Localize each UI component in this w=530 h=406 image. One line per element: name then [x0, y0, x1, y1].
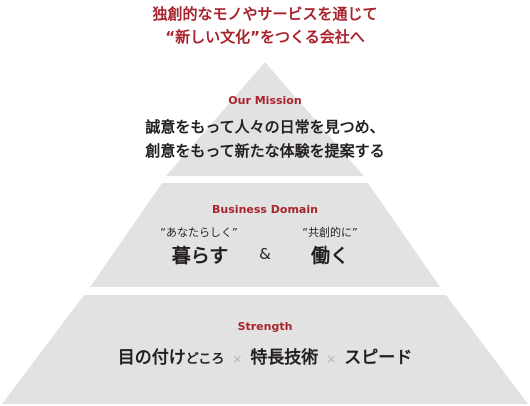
- domain-title: Business Domain: [212, 203, 318, 216]
- strength-items: 目の付けどころ × 特長技術 × スピード: [118, 343, 412, 368]
- header-line-2: “新しい文化”をつくる会社へ: [165, 28, 365, 46]
- strength-item-1-main: 目の付け: [117, 348, 186, 368]
- tier-strength: [2, 295, 528, 404]
- mission-line-2: 創意をもって新たな体験を提案する: [145, 142, 385, 160]
- domain-right-word: 働く: [310, 245, 350, 267]
- tier-domain: [90, 183, 440, 287]
- mission-line-1: 誠意をもって人々の日常を見つめ、: [145, 118, 385, 136]
- strength-separator-1: ×: [232, 352, 243, 366]
- mission-title: Our Mission: [228, 94, 302, 107]
- strength-item-3: スピード: [344, 348, 413, 368]
- domain-right-caption: “共創的に”: [302, 226, 358, 239]
- strength-separator-2: ×: [326, 352, 337, 366]
- domain-left-caption: “あなたらしく”: [160, 226, 238, 239]
- strength-title: Strength: [237, 320, 293, 333]
- strength-item-1-small: どころ: [185, 352, 225, 367]
- strength-item-2: 特長技術: [250, 348, 319, 368]
- header-line-1: 独創的なモノやサービスを通じて: [152, 5, 378, 23]
- tier-mission: [166, 62, 364, 176]
- domain-ampersand: &: [259, 245, 271, 263]
- domain-left-word: 暮らす: [171, 245, 229, 267]
